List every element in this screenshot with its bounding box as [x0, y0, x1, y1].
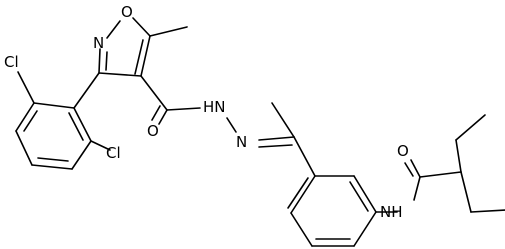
- bond-c4-carbonyl: [140, 75, 168, 111]
- bond-ph3-ph4: [15, 130, 33, 166]
- bond-ar4-ar5: [353, 211, 377, 247]
- bond-ar1-ar2-double: [287, 177, 309, 209]
- bond-carbonyl-nh: [166, 107, 201, 111]
- bond-ar1-ar2: [290, 175, 316, 214]
- bond-nh-n: [226, 117, 237, 133]
- bond-n2-o1: [106, 20, 121, 39]
- bond-c5-c4-double: [134, 39, 144, 75]
- bond-n-c-imine-double: [258, 144, 293, 148]
- bond-nh-carbonyl: [413, 176, 421, 201]
- bond-carbonyl-ch: [419, 171, 462, 178]
- bond-ch-ethyl2: [460, 171, 472, 213]
- bond-carbonyl-o-double: [151, 105, 161, 121]
- atom-nitrogen-imine: N: [236, 133, 247, 151]
- bond-c5-c4: [140, 35, 151, 77]
- bond-ethyl2-ch3: [470, 209, 505, 213]
- bond-ar5-ar6-double: [349, 181, 369, 212]
- bond-ph6-ph1-double: [68, 112, 84, 141]
- bond-ph5-ph6: [71, 140, 92, 170]
- bond-c5-methyl: [149, 26, 188, 37]
- atom-oxygen-carbonyl-left: O: [147, 122, 159, 140]
- bond-ar5-ar6: [353, 175, 377, 213]
- bond-c3-n2-double: [105, 51, 108, 71]
- bond-c3-phenyl: [73, 72, 100, 109]
- bond-ph6-cl: [90, 140, 111, 151]
- atom-nh-hydrazide: HN: [203, 98, 226, 116]
- bonds: [15, 17, 505, 247]
- bond-o1-c5: [132, 17, 151, 37]
- bond-ph2-ph3: [15, 102, 35, 132]
- bond-imine-methyl: [271, 102, 295, 138]
- bond-ph4-ph5-double: [37, 157, 69, 162]
- atom-chlorine-top: Cl: [4, 53, 19, 71]
- bond-c3-n2: [98, 48, 101, 74]
- atom-nh-amide: NH: [380, 203, 403, 221]
- atom-labels: O N Cl Cl O HN N O NH: [4, 3, 409, 221]
- bond-carbonyl-o: [158, 109, 168, 125]
- atom-oxygen-ring: O: [121, 3, 133, 21]
- bond-ph6-ph1: [73, 107, 92, 142]
- bond-carbonyl-o2-double: [404, 162, 414, 177]
- bond-ph1-ph2: [33, 102, 75, 109]
- bond-ar2-ar3: [290, 212, 313, 247]
- bond-c4-c3: [98, 72, 142, 77]
- bond-ethyl1-ch3: [455, 114, 486, 141]
- atom-oxygen-carbonyl-right: O: [397, 142, 409, 160]
- bond-ph4-ph5: [31, 164, 73, 170]
- atom-nitrogen-ring: N: [93, 34, 104, 52]
- atom-chlorine-bottom: Cl: [106, 144, 121, 162]
- bond-ph2-cl: [17, 71, 35, 104]
- bond-ph2-ph3-double: [23, 110, 38, 132]
- bond-carbonyl-o2: [410, 159, 421, 178]
- bond-imine-aryl: [293, 136, 316, 177]
- bond-n-c-imine: [258, 136, 295, 141]
- bond-ch-ethyl1: [455, 139, 462, 173]
